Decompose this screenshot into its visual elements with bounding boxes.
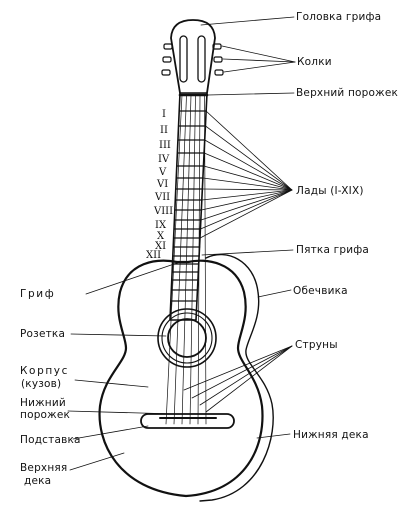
guitar-back-outline bbox=[199, 253, 274, 502]
rosette-outer bbox=[157, 308, 217, 368]
label-strings: Струны bbox=[295, 339, 338, 351]
label-body: Корпус bbox=[20, 365, 69, 377]
bridge bbox=[140, 413, 235, 429]
guitar-top-outline bbox=[98, 259, 264, 498]
fret-numeral-2: II bbox=[160, 125, 168, 136]
headstock bbox=[170, 19, 216, 94]
label-nut: Верхний порожек bbox=[296, 87, 399, 99]
headstock-slot-right bbox=[197, 35, 206, 83]
fret-numeral-3: III bbox=[159, 140, 171, 151]
label-sides: Обечвика bbox=[293, 285, 348, 297]
label-heel: Пятка грифа bbox=[296, 244, 370, 256]
label-bridge: Подставка bbox=[20, 434, 81, 446]
fret-numeral-12: XII bbox=[146, 250, 162, 261]
tuning-pegs bbox=[161, 43, 224, 76]
label-top-line1: Верхняя bbox=[20, 462, 68, 474]
label-top-line2: дека bbox=[24, 475, 52, 487]
label-saddle-line2: порожек bbox=[20, 409, 71, 421]
rosette-inner bbox=[161, 312, 213, 364]
label-body-alt: (кузов) bbox=[21, 378, 62, 390]
fret-numeral-7: VII bbox=[155, 192, 171, 203]
label-tuning-pegs: Колки bbox=[297, 56, 332, 68]
headstock-slot-left bbox=[179, 35, 188, 83]
fret-numeral-4: IV bbox=[158, 154, 170, 165]
label-neck: Гриф bbox=[20, 288, 56, 300]
fingerboard bbox=[169, 92, 208, 321]
fret-numeral-1: I bbox=[162, 109, 166, 120]
label-rosette: Розетка bbox=[20, 328, 66, 340]
fret-numeral-5: V bbox=[159, 167, 167, 178]
fret-numeral-8: VIII bbox=[154, 206, 174, 217]
fret-numeral-10: X bbox=[157, 231, 165, 242]
label-headstock: Головка грифа bbox=[296, 11, 382, 23]
sound-hole bbox=[167, 318, 207, 358]
fret-numeral-11: XI bbox=[155, 241, 167, 252]
label-frets: Лады (I-XIX) bbox=[296, 185, 364, 197]
strings bbox=[165, 94, 207, 425]
label-saddle-line1: Нижний bbox=[20, 397, 66, 409]
leader-lines bbox=[67, 16, 296, 471]
fret-numeral-9: IX bbox=[155, 220, 167, 231]
fret-numeral-6: VI bbox=[157, 179, 169, 190]
label-back: Нижняя дека bbox=[293, 429, 369, 441]
